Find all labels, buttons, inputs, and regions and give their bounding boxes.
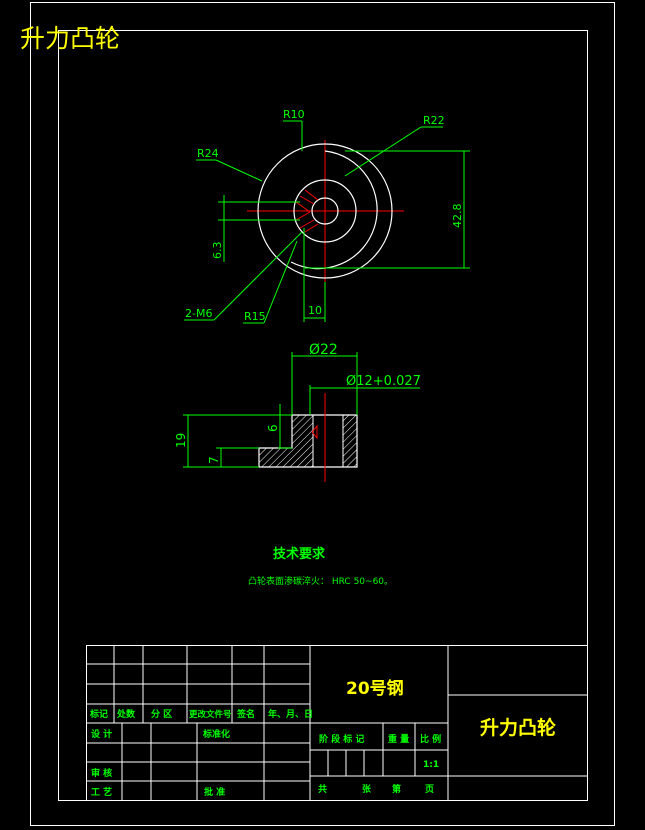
threaded-holes: [295, 189, 319, 233]
dim-dia-12: Ø12+0.027: [346, 374, 421, 389]
tb-material: 20号钢: [346, 678, 404, 699]
dim-6-3: 6.3: [211, 242, 224, 260]
section-hatch-left: [258, 414, 314, 468]
tb-row-label-4: 签名: [236, 708, 255, 720]
tb-process: 工 艺: [91, 786, 112, 798]
tb-weight-label: 重 量: [388, 733, 409, 745]
hub-circle: [293, 179, 357, 243]
label-r24: R24: [197, 147, 219, 160]
tb-scale-value: 1:1: [423, 760, 439, 770]
label-r22: R22: [423, 114, 445, 127]
tech-req-line-1: 凸轮表面渗碳淬火： HRC 50~60。: [248, 575, 393, 587]
dim-6: 6: [266, 424, 280, 432]
tb-row-label-1: 处数: [116, 708, 136, 720]
title-block: [86, 645, 588, 801]
label-r15: R15: [244, 310, 266, 323]
tech-req-title: 技术要求: [273, 546, 326, 562]
bore-circle: [311, 197, 339, 225]
dim-7: 7: [207, 456, 221, 464]
cam-spiral-arc: [290, 150, 378, 270]
tb-design: 设 计: [91, 728, 112, 740]
tb-check: 审 核: [91, 767, 112, 779]
top-view: R10 R22 R24 42.8 6.3 2-M6 R15 10: [184, 108, 470, 324]
dim-19: 19: [174, 433, 188, 448]
tb-sheets-3: 页: [425, 784, 434, 795]
outer-border: [30, 2, 615, 826]
tb-stage-label: 阶 段 标 记: [319, 733, 364, 745]
label-2-m6: 2-M6: [185, 307, 212, 320]
tb-sheets-1: 张: [362, 783, 372, 795]
tb-row-label-0: 标记: [89, 708, 108, 720]
dim-10: 10: [308, 304, 322, 317]
label-r10: R10: [283, 108, 305, 121]
dim-42-8: 42.8: [451, 204, 464, 229]
tb-approve: 批 准: [204, 786, 225, 798]
tb-sheets-2: 第: [392, 783, 401, 795]
section-view: Ø22 Ø12+0.027 19 6 7: [174, 342, 421, 482]
tb-row-label-5: 年、月、日: [268, 708, 313, 720]
tb-sheets-0: 共: [318, 783, 327, 795]
tb-row-label-2: 分 区: [151, 708, 172, 720]
thread-mark: [311, 424, 318, 440]
sheet-title: 升力凸轮: [20, 24, 120, 53]
cam-outer-profile: [257, 143, 393, 279]
tb-row-label-3: 更改文件号: [189, 709, 232, 720]
tb-scale-label: 比 例: [420, 733, 441, 745]
section-hatch-right: [342, 414, 358, 468]
tb-part-name: 升力凸轮: [480, 716, 556, 739]
title-block-text: 标记 处数 分 区 更改文件号 签名 年、月、日 设 计 标准化 审 核 工 艺…: [89, 708, 441, 798]
tb-standardize: 标准化: [202, 728, 230, 740]
dim-dia-22: Ø22: [309, 342, 338, 358]
